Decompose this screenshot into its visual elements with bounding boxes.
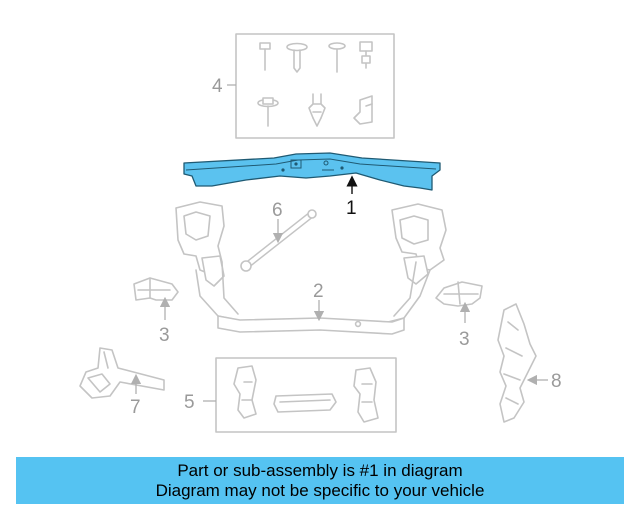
bracket-right <box>435 281 483 307</box>
side-baffle <box>497 303 537 423</box>
upper-tie-bar <box>183 152 441 191</box>
callout-8: 8 <box>551 371 562 392</box>
center-bar-part <box>273 393 337 413</box>
banner-line-1: Part or sub-assembly is #1 in diagram <box>177 460 463 480</box>
left-bracket-part <box>233 365 257 419</box>
callout-4: 4 <box>212 76 223 97</box>
latch-support <box>79 347 165 399</box>
callout-7: 7 <box>130 397 141 418</box>
flange-bolt-icon <box>257 97 279 127</box>
callout-6: 6 <box>272 200 283 221</box>
info-banner: Part or sub-assembly is #1 in diagram Di… <box>16 457 624 504</box>
fastener-kit <box>235 33 395 139</box>
callout-3b: 3 <box>459 329 470 350</box>
clip-icon <box>308 93 326 127</box>
right-bracket-part <box>353 367 379 423</box>
bolt-icon <box>259 42 271 71</box>
hex-bolt-icon <box>359 41 373 69</box>
callout-2: 2 <box>313 281 324 302</box>
tie-bar-body <box>183 152 441 191</box>
banner-line-2: Diagram may not be specific to your vehi… <box>155 480 485 500</box>
sub-assembly-kit <box>215 357 397 433</box>
screw-icon <box>328 42 346 73</box>
retainer-clip-icon <box>353 95 373 125</box>
radiator-support <box>175 201 447 335</box>
callout-1: 1 <box>346 198 357 219</box>
push-pin-icon <box>286 42 308 73</box>
bracket-left <box>133 277 179 301</box>
callout-3a: 3 <box>159 325 170 346</box>
callout-5: 5 <box>184 392 195 413</box>
parts-diagram: 4 1 2 6 <box>79 33 562 433</box>
